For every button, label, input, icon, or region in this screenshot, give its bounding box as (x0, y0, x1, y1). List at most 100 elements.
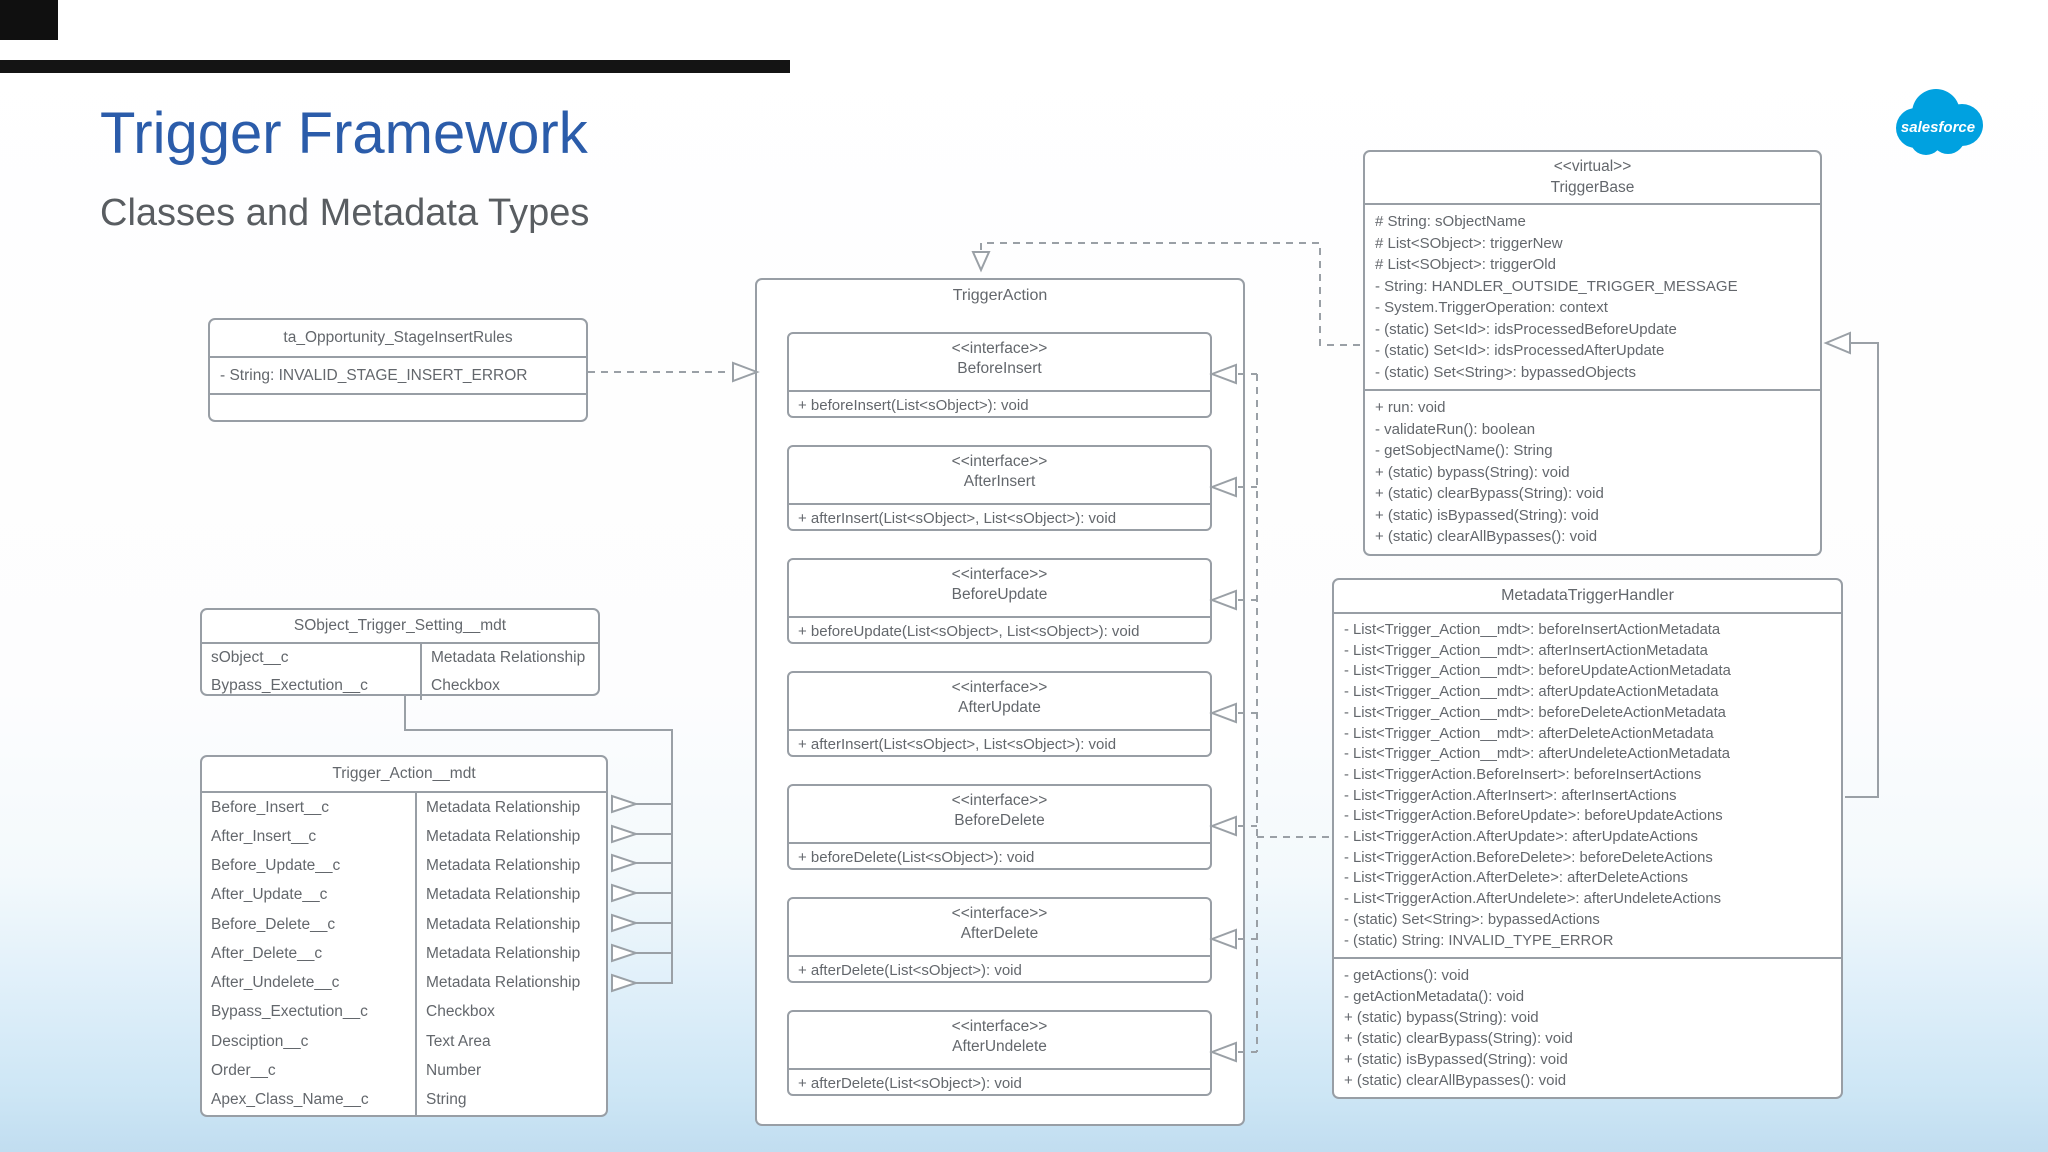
interface-name: AfterInsert (963, 473, 1036, 490)
method: + (static) bypass(String): void (1344, 1009, 1539, 1027)
field-name: Before_Insert__c (211, 798, 330, 816)
stereotype: <<interface>> (951, 566, 1048, 583)
field-name: After_Insert__c (211, 827, 317, 845)
attribute: # List<SObject>: triggerNew (1375, 234, 1563, 252)
field-name: Before_Update__c (211, 857, 341, 875)
method: + (static) clearBypass(String): void (1375, 485, 1604, 502)
attribute: - List<TriggerAction.AfterInsert>: after… (1344, 787, 1677, 804)
method: - getSobjectName(): String (1375, 442, 1553, 459)
attribute: - List<TriggerAction.BeforeDelete>: befo… (1344, 849, 1713, 866)
field-type: Metadata Relationship (415, 880, 606, 911)
method: + (static) isBypassed(String): void (1344, 1051, 1568, 1069)
letterbox-corner (0, 0, 58, 40)
class-box-ta-opportunity: ta_Opportunity_StageInsertRules - String… (208, 318, 588, 422)
stereotype: <<interface>> (951, 1018, 1048, 1035)
interface-name: AfterDelete (960, 925, 1039, 942)
method: + (static) clearAllBypasses(): void (1375, 528, 1598, 545)
interface-name: AfterUndelete (952, 1038, 1047, 1055)
attribute: - List<Trigger_Action__mdt>: beforeDelet… (1344, 704, 1726, 721)
attribute: - (static) String: INVALID_TYPE_ERROR (1344, 932, 1614, 949)
class-box-metadata-trigger-handler: MetadataTriggerHandler - List<Trigger_Ac… (1332, 578, 1843, 1100)
interface-box-before-delete: <<interface>> BeforeDelete + beforeDelete… (787, 784, 1212, 870)
arrowhead-left-icon (1823, 331, 1851, 355)
package-box-trigger-action: TriggerAction <<interface>>BeforeInsert … (755, 278, 1245, 1126)
field-row: Desciption__c Text Area (202, 1027, 606, 1057)
class-box-sobject-trigger-setting: SObject_Trigger_Setting__mdt sObject__c … (200, 608, 600, 700)
method: + run: void (1375, 399, 1446, 416)
field-type: Metadata Relationship (420, 644, 598, 672)
attribute: # String: sObjectName (1375, 213, 1526, 230)
field-name: sObject__c (211, 649, 289, 666)
field-type: Metadata Relationship (415, 851, 606, 881)
field-name: Apex_Class_Name__c (211, 1091, 369, 1109)
class-title: SObject_Trigger_Setting__mdt (202, 610, 598, 644)
field-row: Before_Insert__c Metadata Relationship (202, 793, 606, 823)
method: - getActions(): void (1344, 967, 1470, 985)
attribute: - List<Trigger_Action__mdt>: afterUndele… (1344, 746, 1731, 763)
interface-method: + afterInsert(List<sObject>, List<sObjec… (798, 510, 1117, 527)
interface-method: + afterInsert(List<sObject>, List<sObjec… (798, 736, 1117, 753)
salesforce-logo-text: salesforce (1901, 119, 1975, 136)
field-type: Text Area (415, 1027, 606, 1057)
field-type: Metadata Relationship (415, 910, 606, 940)
interface-name: AfterUpdate (958, 699, 1041, 716)
metadata-reference-stubs (636, 803, 672, 984)
package-title: TriggerAction (952, 287, 1048, 304)
field-name: Bypass_Exectution__c (211, 1003, 368, 1021)
attribute: # List<SObject>: triggerOld (1375, 256, 1556, 273)
attribute: - (static) Set<String>: bypassedObjects (1375, 363, 1636, 381)
interface-box-after-update: <<interface>> AfterUpdate + afterInsert(L… (787, 671, 1212, 757)
inheritance-line-handler-base (1845, 342, 1879, 798)
attributes-section: - List<Trigger_Action__mdt>: beforeInser… (1334, 612, 1841, 957)
stereotype: <<interface>> (951, 905, 1048, 922)
interface-method: + afterDelete(List<sObject>): void (798, 1075, 1022, 1092)
interface-method: + beforeDelete(List<sObject>): void (798, 849, 1035, 866)
page-subtitle: Classes and Metadata Types (100, 192, 590, 234)
stereotype: <<interface>> (951, 679, 1048, 696)
attribute: - List<TriggerAction.AfterDelete>: after… (1344, 870, 1689, 887)
attribute: - List<TriggerAction.AfterUpdate>: after… (1344, 829, 1698, 846)
methods-section: - getActions(): void - getActionMetadata… (1334, 957, 1841, 1097)
method: + (static) clearAllBypasses(): void (1344, 1072, 1567, 1090)
attribute: - (static) Set<String>: bypassedActions (1344, 911, 1600, 928)
field-arrowhead-icons (611, 794, 640, 993)
class-title: TriggerBase (1550, 179, 1635, 196)
field-row: Apex_Class_Name__c String (202, 1085, 606, 1115)
interface-name: BeforeDelete (954, 812, 1045, 829)
field-type: String (415, 1085, 606, 1115)
field-type: Metadata Relationship (415, 939, 606, 969)
attribute: - List<TriggerAction.BeforeInsert>: befo… (1344, 766, 1702, 783)
attribute: - String: HANDLER_OUTSIDE_TRIGGER_MESSAG… (1375, 277, 1738, 295)
attribute: - (static) Set<Id>: idsProcessedBeforeUp… (1375, 320, 1677, 338)
stereotype: <<interface>> (951, 792, 1048, 809)
field-row: Before_Update__c Metadata Relationship (202, 851, 606, 881)
attribute: - (static) Set<Id>: idsProcessedAfterUpd… (1375, 342, 1665, 359)
interface-box-before-insert: <<interface>>BeforeInsert + beforeInsert… (787, 332, 1212, 418)
salesforce-cloud-icon: salesforce (1896, 89, 1983, 155)
field-name: Desciption__c (211, 1032, 309, 1050)
interface-box-after-delete: <<interface>> AfterDelete + afterDelete(L… (787, 897, 1212, 983)
interface-method: + afterDelete(List<sObject>): void (798, 962, 1022, 979)
field-name: Bypass_Exectution__c (211, 677, 368, 694)
field-type: Metadata Relationship (415, 793, 606, 823)
stereotype: <<interface>> (951, 453, 1048, 470)
interface-box-after-insert: <<interface>> AfterInsert + afterInsert(L… (787, 445, 1212, 531)
attribute: - List<TriggerAction.BeforeUpdate>: befo… (1344, 808, 1723, 825)
top-edge-strip (0, 60, 790, 73)
interface-box-before-update: <<interface>>BeforeUpdate + beforeUpdate… (787, 558, 1212, 644)
attribute: - List<Trigger_Action__mdt>: beforeUpdat… (1344, 663, 1731, 680)
attributes-section: # String: sObjectName # List<SObject>: t… (1365, 203, 1820, 389)
field-name: Order__c (211, 1062, 276, 1080)
attribute: - List<Trigger_Action__mdt>: afterInsert… (1344, 642, 1708, 659)
field-name: Before_Delete__c (211, 915, 336, 933)
field-type: Checkbox (420, 672, 598, 700)
stereotype: <<interface>> (951, 340, 1048, 357)
interface-method: + beforeInsert(List<sObject>): void (798, 397, 1029, 414)
attribute: - System.TriggerOperation: context (1375, 299, 1608, 316)
